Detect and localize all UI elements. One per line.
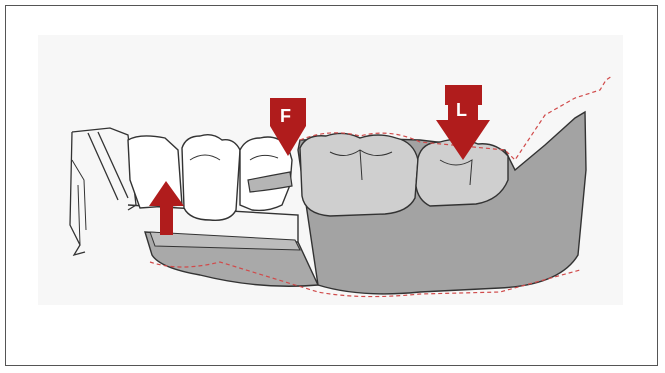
front-arrow-label: F: [280, 106, 291, 126]
load-arrow-label: L: [456, 100, 467, 120]
tooth-premolar-1: [182, 135, 240, 221]
tooth-molar-1: [300, 133, 418, 216]
